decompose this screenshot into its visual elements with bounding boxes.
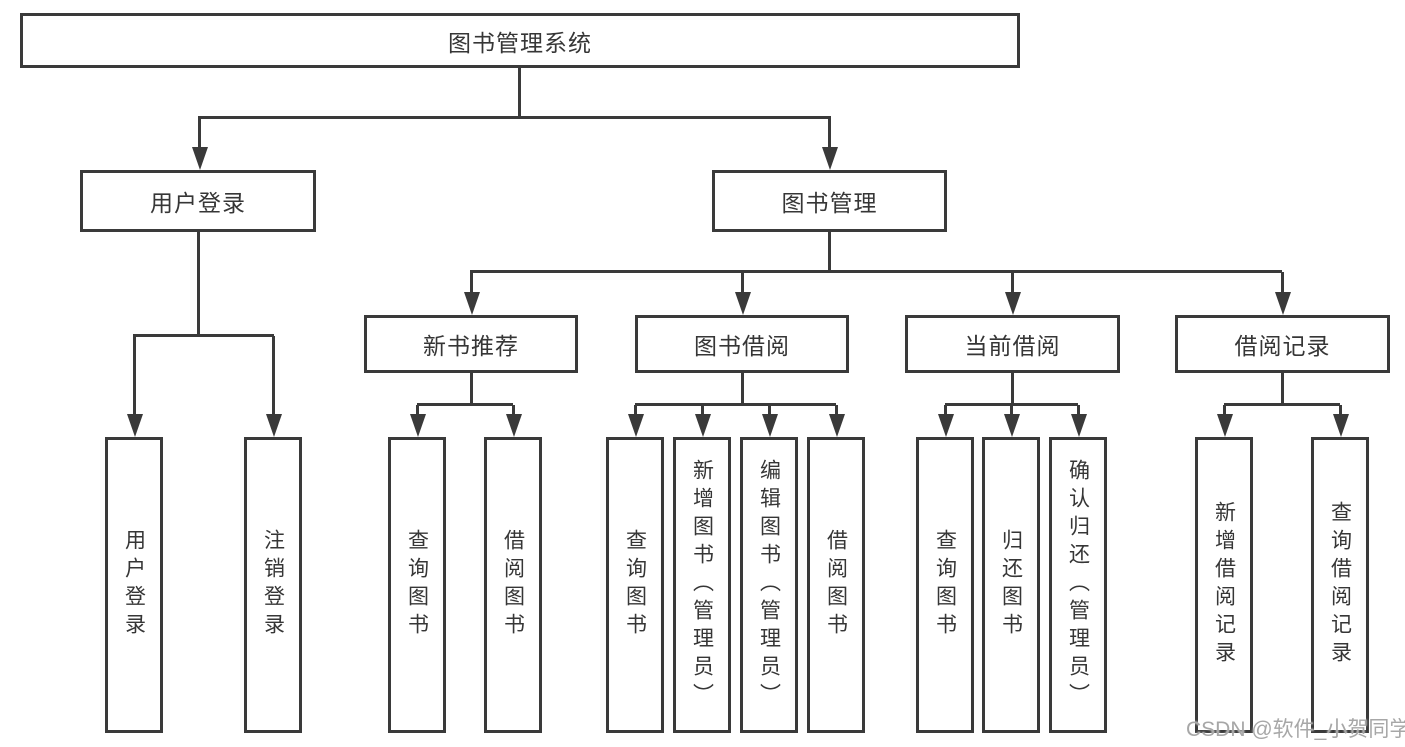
connector-book-borrow-rail	[635, 403, 836, 406]
arrow-down-icon	[416, 405, 419, 414]
arrow-down-icon	[1339, 405, 1342, 414]
node-book-management: 图书管理	[712, 170, 947, 232]
arrow-down-icon	[1223, 405, 1226, 414]
leaf-return-book: 归还图书	[982, 437, 1040, 733]
arrow-down-icon	[1077, 405, 1080, 414]
leaf-borrow-book-2: 借阅图书	[807, 437, 865, 733]
node-root: 图书管理系统	[20, 13, 1020, 68]
connector-borrow-record-stem	[1281, 373, 1284, 405]
connector-root-rail	[198, 116, 831, 119]
connector-user-login-stem	[197, 232, 200, 336]
csdn-watermark: CSDN @软件_小贺同学	[1186, 718, 1405, 741]
arrow-down-icon	[835, 405, 838, 414]
arrow-down-icon	[133, 336, 136, 414]
connector-new-book-stem	[470, 373, 473, 405]
leaf-user-login: 用户登录	[105, 437, 163, 733]
leaf-query-book-2: 查询图书	[606, 437, 664, 733]
arrow-down-icon	[272, 336, 275, 414]
arrow-down-icon	[944, 405, 947, 414]
arrow-down-icon	[1281, 272, 1284, 292]
connector-new-book-rail	[417, 403, 513, 406]
leaf-add-borrow-record: 新增借阅记录	[1195, 437, 1253, 733]
arrow-down-icon	[701, 405, 704, 414]
arrow-down-icon	[1010, 405, 1013, 414]
leaf-edit-book-admin: 编辑图书（管理员）	[740, 437, 798, 733]
arrow-down-icon	[768, 405, 771, 414]
connector-root-stem	[518, 68, 521, 118]
arrow-down-icon	[1011, 272, 1014, 292]
connector-book-borrow-stem	[741, 373, 744, 405]
leaf-query-borrow-record: 查询借阅记录	[1311, 437, 1369, 733]
node-user-login: 用户登录	[80, 170, 316, 232]
node-current-borrow: 当前借阅	[905, 315, 1120, 373]
leaf-borrow-book-1: 借阅图书	[484, 437, 542, 733]
leaf-confirm-return-admin: 确认归还（管理员）	[1049, 437, 1107, 733]
connector-current-borrow-stem	[1011, 373, 1014, 405]
node-book-borrow: 图书借阅	[635, 315, 849, 373]
connector-book-management-stem	[828, 232, 831, 272]
leaf-add-book-admin: 新增图书（管理员）	[673, 437, 731, 733]
arrow-down-icon	[634, 405, 637, 414]
connector-borrow-record-rail	[1224, 403, 1340, 406]
arrow-down-icon	[470, 272, 473, 292]
leaf-query-book-1: 查询图书	[388, 437, 446, 733]
arrow-down-icon	[828, 118, 831, 147]
leaf-query-book-3: 查询图书	[916, 437, 974, 733]
connector-user-login-rail	[133, 334, 274, 337]
leaf-logout: 注销登录	[244, 437, 302, 733]
node-new-book-recommend: 新书推荐	[364, 315, 578, 373]
arrow-down-icon	[198, 118, 201, 147]
arrow-down-icon	[741, 272, 744, 292]
node-borrow-record: 借阅记录	[1175, 315, 1390, 373]
connector-book-management-rail	[470, 270, 1282, 273]
arrow-down-icon	[512, 405, 515, 414]
